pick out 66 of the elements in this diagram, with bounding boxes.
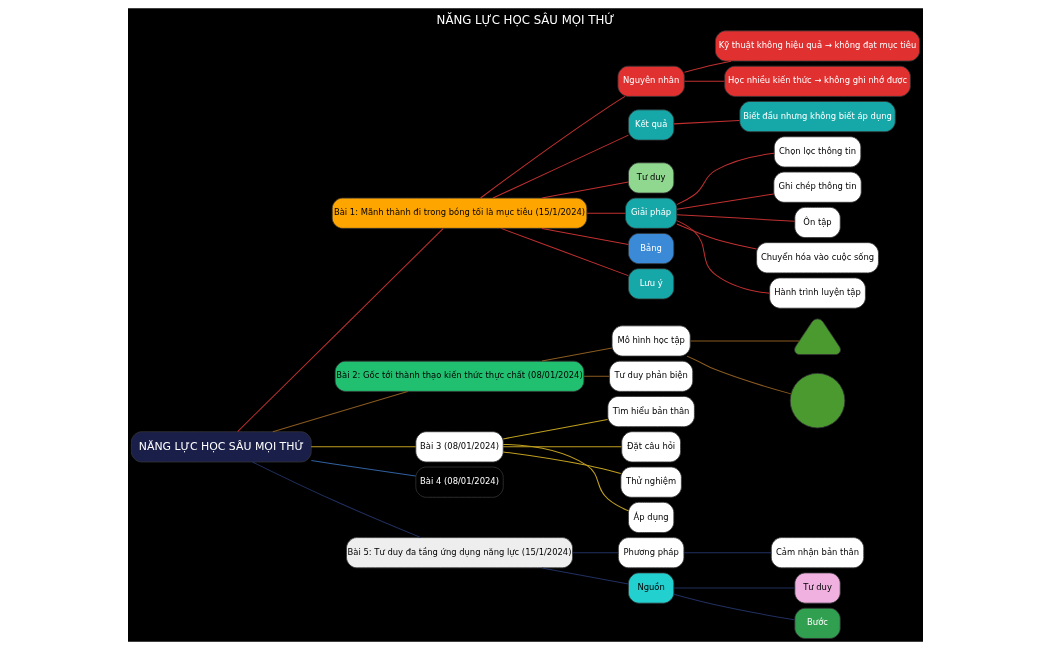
node-box: Biết đầu nhưng không biết áp dụng [738, 101, 896, 133]
connector [672, 120, 740, 125]
connector [479, 95, 625, 199]
node-box: Cảm nhận bản thân [770, 537, 864, 569]
connector [310, 446, 416, 448]
node-box: Chuyển hóa vào cuộc sống [755, 242, 879, 274]
node-box: Áp dụng [627, 501, 674, 533]
connector [502, 451, 621, 475]
node-triangle [793, 318, 841, 356]
connector [586, 212, 626, 214]
connector [672, 593, 795, 621]
node-box: Giải pháp [624, 197, 677, 229]
connector [689, 340, 800, 342]
connector [583, 375, 610, 377]
node-box: Hành trình luyện tập [768, 277, 866, 309]
connector [271, 391, 408, 433]
connector [502, 419, 608, 440]
node-box: Bài 3 (08/01/2024) [414, 431, 504, 463]
node-box: Tư duy [627, 162, 674, 194]
node-box: Học nhiều kiến thức → không ghi nhớ được [723, 65, 911, 97]
node-box: Bài 4 (08/01/2024) [414, 466, 504, 498]
node-box: Ghi chép thông tin [772, 171, 862, 203]
node-box: Kết quả [627, 109, 674, 141]
node-box: Lưu ý [627, 268, 674, 300]
connector [541, 181, 629, 199]
node-box: Đặt câu hỏi [620, 431, 681, 463]
connector [676, 193, 774, 210]
node-box: Bước [793, 607, 841, 639]
connector [683, 552, 772, 554]
connector [676, 214, 795, 222]
connector [571, 552, 618, 554]
connector [502, 443, 629, 512]
connector [675, 223, 757, 250]
node-circle [789, 372, 845, 429]
connector [502, 446, 622, 448]
node-box: Phương pháp [617, 537, 684, 569]
connector [675, 152, 775, 206]
node-box: Tư duy [793, 572, 841, 604]
diagram-title: NĂNG LỰC HỌC SÂU MỌI THỨ [436, 13, 614, 28]
node-box: Thử nghiệm [619, 466, 682, 498]
connector [672, 587, 795, 589]
connector [541, 347, 613, 362]
node-box: Tư duy phản biện [608, 360, 693, 392]
node-box: Mô hình học tập [611, 325, 691, 357]
node-box: Bài 5: Tư duy đa tầng ứng dụng năng lực (15/1/2024) [345, 537, 573, 569]
connector [541, 227, 629, 245]
node-box: Chọn lọc thông tin [773, 136, 861, 168]
node-box: Nguyên nhân [617, 65, 685, 97]
node-box: Nguồn [627, 572, 674, 604]
connector [541, 567, 629, 585]
connector [683, 80, 725, 82]
connector [492, 134, 629, 199]
node-box: Tìm hiểu bản thân [606, 396, 695, 428]
node-box: Kỹ thuật không hiệu quả → không đạt mục tiêu [714, 30, 920, 62]
connector [686, 355, 791, 395]
node-box: Ôn tập [793, 206, 841, 238]
node-box: Bảng [627, 233, 674, 265]
connector [500, 227, 629, 277]
connector [310, 460, 416, 477]
connector [683, 60, 731, 73]
node-box: Bài 2: Gốc tới thành thạo kiến thức thực chất (08/01/2024) [334, 360, 584, 392]
node-box: Bài 1: Mãnh thành đi trong bóng tối là mục tiêu (15/1/2024) [331, 197, 587, 229]
connector [251, 461, 422, 539]
connector [236, 228, 444, 433]
node-box: NĂNG LỰC HỌC SÂU MỌI THỨ [130, 431, 312, 463]
connector [675, 220, 770, 294]
